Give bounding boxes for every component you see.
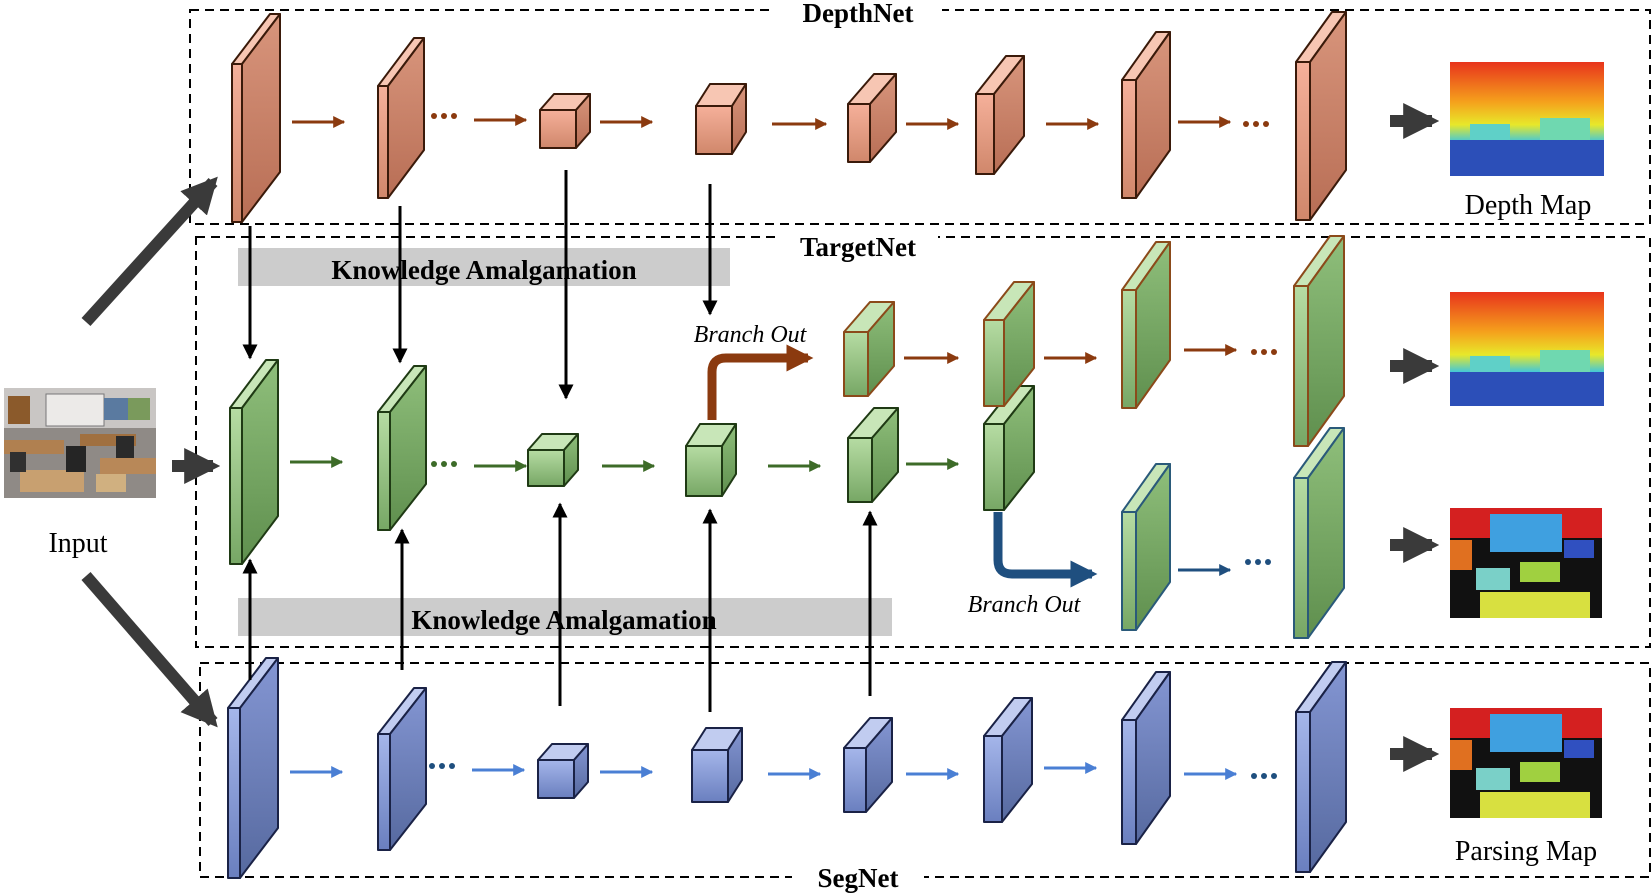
parsing-map-image: [1450, 708, 1602, 818]
depth-feature-3: [539, 93, 591, 149]
target-feature-3: [527, 433, 579, 487]
segnet-region: [199, 662, 1651, 878]
target-dots-1: [431, 461, 457, 467]
target-feature-1: [229, 359, 279, 565]
ka-label-top: Knowledge Amalgamation: [331, 255, 636, 285]
seg-feature-3: [537, 743, 589, 799]
target-parsing-map-image: [1450, 508, 1602, 618]
target-depth-branch-3: [1121, 241, 1171, 409]
target-seg-branch-2: [1293, 427, 1345, 639]
seg-feature-2: [377, 687, 427, 851]
branch-out-seg-label: Branch Out: [968, 592, 1082, 618]
target-feature-6: [983, 385, 1035, 511]
seg-feature-8: [1295, 661, 1347, 873]
depth-feature-8: [1295, 11, 1347, 221]
branch-out-depth-label: Branch Out: [694, 322, 808, 348]
seg-dots-1: [429, 763, 455, 769]
feature-blocks: [227, 11, 1347, 879]
input-to-seg-arrow: [81, 572, 218, 728]
target-depth-branch-4: [1293, 235, 1345, 447]
depth-map-label: Depth Map: [1465, 190, 1592, 221]
branch-out-seg-arrow: [993, 512, 1098, 588]
depth-feature-5: [847, 73, 897, 163]
seg-feature-6: [983, 697, 1033, 823]
depth-feature-2: [377, 37, 425, 199]
target-feature-4: [685, 423, 737, 497]
depth-dots-1: [431, 113, 457, 119]
branch-out-depth-arrow: [707, 344, 814, 420]
target-seg-branch-1: [1121, 463, 1171, 631]
depth-feature-7: [1121, 31, 1171, 199]
input-image: [4, 388, 156, 498]
seg-feature-1: [227, 657, 279, 879]
target-depth-branch-1: [843, 301, 895, 397]
targetnet-title: TargetNet: [800, 232, 916, 262]
segnet-title: SegNet: [818, 863, 899, 893]
ka-band-top: [238, 248, 730, 286]
target-depth-map-image: [1450, 292, 1604, 406]
depthnet-region: [189, 9, 1651, 225]
depth-dots-2: [1243, 121, 1269, 127]
ka-band-bottom: [238, 598, 892, 636]
target-feature-5: [847, 407, 899, 503]
target-depth-dots: [1251, 349, 1277, 355]
seg-feature-5: [843, 717, 893, 813]
seg-feature-7: [1121, 671, 1171, 845]
depth-feature-1: [231, 13, 281, 223]
target-depth-branch-2: [983, 281, 1035, 407]
input-to-depth-arrow: [81, 176, 218, 327]
input-label: Input: [48, 528, 107, 559]
target-seg-dots: [1245, 559, 1271, 565]
flow-connections: [242, 113, 1277, 780]
depth-feature-6: [975, 55, 1025, 175]
seg-dots-2: [1251, 773, 1277, 779]
ka-label-bottom: Knowledge Amalgamation: [411, 605, 716, 635]
depthnet-title: DepthNet: [803, 0, 914, 28]
depth-map-image: [1450, 62, 1604, 176]
depth-feature-4: [695, 83, 747, 155]
seg-feature-4: [691, 727, 743, 803]
target-feature-2: [377, 365, 427, 531]
parsing-map-label: Parsing Map: [1455, 836, 1597, 867]
